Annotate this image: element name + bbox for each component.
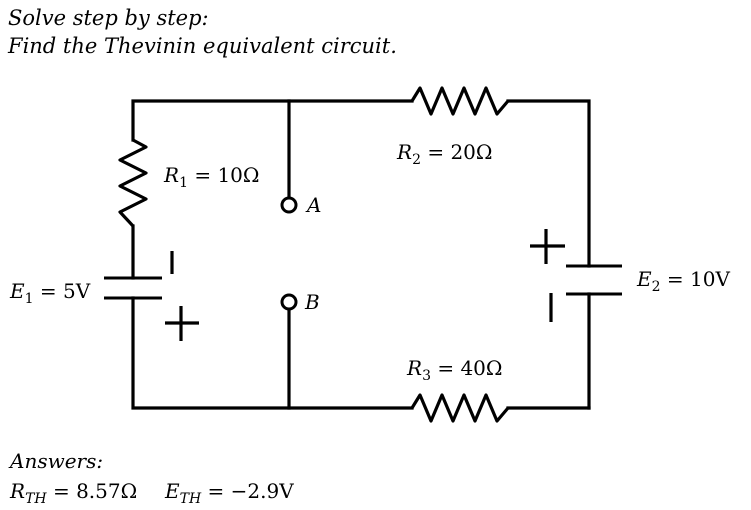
label-r3-sym: R [406,356,422,380]
battery-e1-plus-icon [165,306,199,341]
resistor-r3 [410,393,510,423]
label-e2: E2 = 10V [636,267,730,295]
terminal-a [280,196,298,214]
answer-eth-value: = −2.9V [201,479,294,503]
label-r1-sym: R [163,163,179,187]
wire-top-left [131,99,414,142]
answer-eth-sub: TH [180,491,202,507]
label-e1-sym: E [9,279,25,303]
label-e2-value: = 10V [661,267,731,291]
battery-e2 [530,229,622,322]
label-r2: R2 = 20Ω [396,140,493,168]
answers-heading: Answers: [8,449,103,473]
label-e1-value: = 5V [34,279,91,303]
label-r3-sub: 3 [422,368,431,384]
prompt-line-2: Find the Thevinin equivalent circuit. [8,34,397,58]
label-r2-value: = 20Ω [421,140,493,164]
battery-e2-plus-icon [530,229,565,264]
label-r2-sub: 2 [412,152,421,168]
label-r3: R3 = 40Ω [406,356,503,384]
answer-rth-sub: TH [25,491,47,507]
label-e2-sym: E [636,267,652,291]
label-terminal-a: A [305,193,321,217]
label-e1: E1 = 5V [9,279,91,307]
label-r3-value: = 40Ω [431,356,503,380]
battery-e1 [104,251,199,341]
label-r1: R1 = 10Ω [163,163,260,191]
label-terminal-b: B [304,290,320,314]
resistor-r1 [118,138,148,228]
resistor-r2 [410,86,510,116]
wires [131,99,591,410]
label-e2-sub: 2 [652,279,661,295]
label-r1-value: = 10Ω [188,163,260,187]
prompt-line-1: Solve step by step: [8,6,209,30]
answer-eth-sym: E [164,479,180,503]
label-e1-sub: 1 [25,291,34,307]
label-r2-sym: R [396,140,412,164]
answer-eth: ETH = −2.9V [164,479,294,507]
answer-rth-sym: R [9,479,25,503]
label-r1-sub: 1 [179,175,188,191]
terminal-b [280,293,298,311]
answer-rth-value: = 8.57Ω [47,479,138,503]
wire-top-right [506,99,591,268]
wire-bottom [131,296,414,410]
answer-rth: RTH = 8.57Ω [9,479,137,507]
